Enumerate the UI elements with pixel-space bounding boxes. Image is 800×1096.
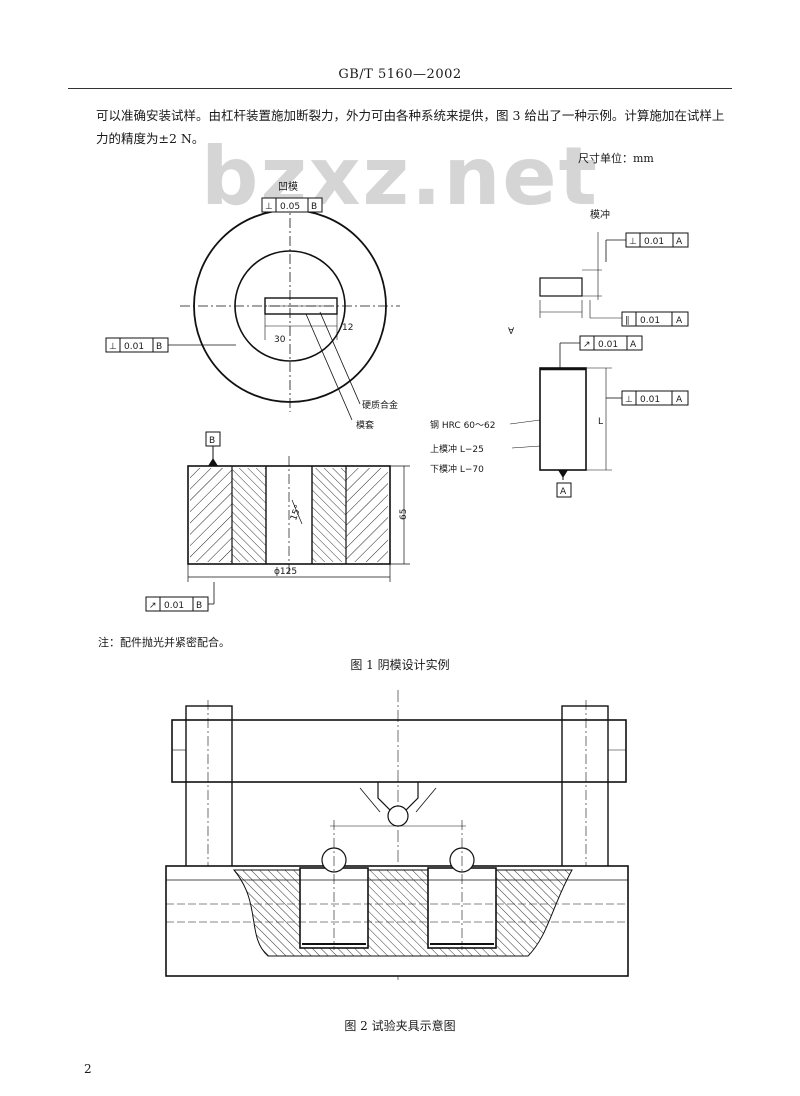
tol-punch-2-value: 0.01 [640, 316, 660, 326]
intro-paragraph: 可以准确安装试样。由杠杆装置施加断裂力，外力可由各种系统来提供，图 3 给出了一… [96, 108, 725, 146]
upper-punch-spec: 上模冲 L−25 [430, 443, 484, 455]
page-number: 2 [84, 1062, 92, 1076]
svg-text:∥: ∥ [625, 316, 630, 326]
tolerance-frame-punch-4: ⊥ [606, 390, 689, 406]
svg-text:⊥: ⊥ [625, 395, 633, 405]
fixture-drawing [165, 690, 629, 980]
tol-punch-1-value: 0.01 [644, 237, 664, 247]
tolerance-frame-top: ⊥ [261, 197, 323, 213]
punch-body [509, 367, 612, 480]
datum-a-letter: A [560, 487, 567, 497]
datum-b-letter: B [209, 436, 215, 446]
punch-label: 模冲 [590, 208, 610, 221]
datum-a-marker [556, 482, 572, 498]
svg-text:⊥: ⊥ [629, 237, 637, 247]
tolerance-frame-punch-1: ⊥ [625, 232, 689, 248]
dim-30: 30 [274, 335, 286, 345]
svg-text:↗: ↗ [149, 601, 157, 611]
figure1-caption: 图 1 阴模设计实例 [350, 658, 450, 672]
tolerance-frame-bottom: ↗ [145, 582, 215, 612]
tol-runout-datum: B [196, 601, 202, 611]
dim-65: 65 [399, 509, 409, 520]
dim-12: 12 [342, 323, 353, 333]
header-rule [68, 88, 732, 89]
die-top-view [180, 200, 400, 421]
tol-punch-2-datum: A [676, 316, 683, 326]
tolerance-frame-punch-3: ↗ [559, 335, 643, 368]
svg-text:⊥: ⊥ [265, 202, 273, 212]
tol-punch-3-datum: A [630, 340, 637, 350]
punch-small-detail: ∀ [508, 232, 626, 337]
tol-runout-value: 0.01 [164, 601, 184, 611]
dim-125: ϕ125 [274, 567, 297, 577]
figure1-note: 注：配件抛光并紧密配合。 [98, 636, 230, 649]
tolerance-frame-punch-2: ∥ [621, 311, 689, 327]
svg-text:↗: ↗ [583, 340, 591, 350]
lower-punch-spec: 下模冲 L−70 [430, 463, 484, 475]
tol-punch-4-datum: A [676, 395, 683, 405]
standard-number: GB/T 5160—2002 [338, 67, 462, 82]
die-label: 凹模 [278, 181, 298, 193]
die-section-view [187, 456, 410, 582]
tol-perp-top-datum: B [311, 202, 317, 212]
callout-hard-alloy: 硬质合金 [362, 399, 398, 411]
tol-punch-4-value: 0.01 [640, 395, 660, 405]
steel-spec: 钢 HRC 60～62 [430, 419, 495, 431]
tol-perp-left-datum: B [156, 342, 162, 352]
callout-steel-sleeve: 模套 [356, 419, 374, 431]
tol-punch-1-datum: A [676, 237, 683, 247]
tol-perp-top-value: 0.05 [280, 202, 300, 212]
svg-text:⊥: ⊥ [109, 342, 117, 352]
dim-L: L [598, 417, 603, 427]
unit-note: 尺寸单位：mm [578, 152, 654, 165]
tol-punch-3-value: 0.01 [598, 340, 618, 350]
figure2-caption: 图 2 试验夹具示意图 [344, 1019, 456, 1033]
tolerance-frame-left: ⊥ [105, 337, 236, 353]
svg-text:∀: ∀ [508, 327, 515, 337]
datum-b-marker [205, 431, 221, 466]
tol-perp-left-value: 0.01 [124, 342, 144, 352]
